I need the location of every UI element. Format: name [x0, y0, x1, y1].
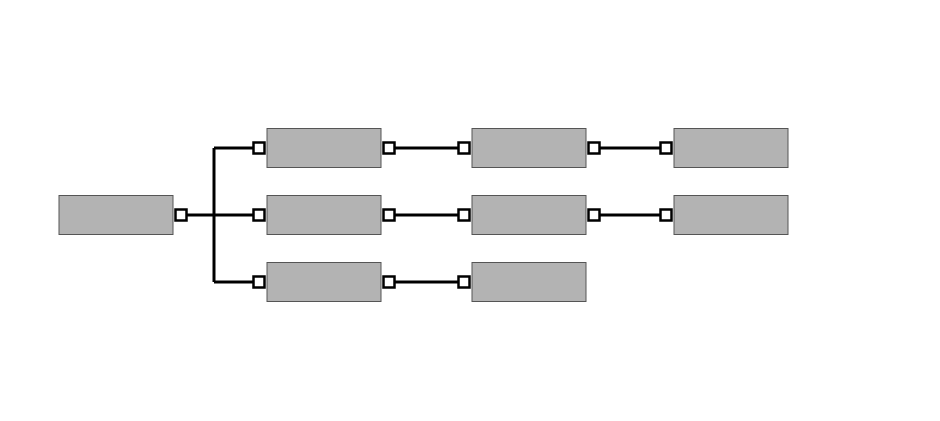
node-a3[interactable]: [673, 128, 789, 168]
port-in-b1[interactable]: [252, 208, 266, 222]
port-out-b1[interactable]: [382, 208, 396, 222]
port-in-a3[interactable]: [659, 141, 673, 155]
node-c2[interactable]: [471, 262, 587, 302]
ports-layer: [174, 141, 673, 289]
port-out-c1[interactable]: [382, 275, 396, 289]
port-in-c1[interactable]: [252, 275, 266, 289]
node-root[interactable]: [58, 195, 174, 235]
port-in-b2[interactable]: [457, 208, 471, 222]
node-b3[interactable]: [673, 195, 789, 235]
port-in-a2[interactable]: [457, 141, 471, 155]
port-out-a2[interactable]: [587, 141, 601, 155]
nodes-layer: [58, 128, 789, 302]
node-c1[interactable]: [266, 262, 382, 302]
node-a2[interactable]: [471, 128, 587, 168]
edges-layer: [186, 146, 661, 284]
node-a1[interactable]: [266, 128, 382, 168]
port-out-b2[interactable]: [587, 208, 601, 222]
node-b1[interactable]: [266, 195, 382, 235]
port-in-c2[interactable]: [457, 275, 471, 289]
node-b2[interactable]: [471, 195, 587, 235]
port-out-root[interactable]: [174, 208, 188, 222]
port-out-a1[interactable]: [382, 141, 396, 155]
port-in-b3[interactable]: [659, 208, 673, 222]
port-in-a1[interactable]: [252, 141, 266, 155]
